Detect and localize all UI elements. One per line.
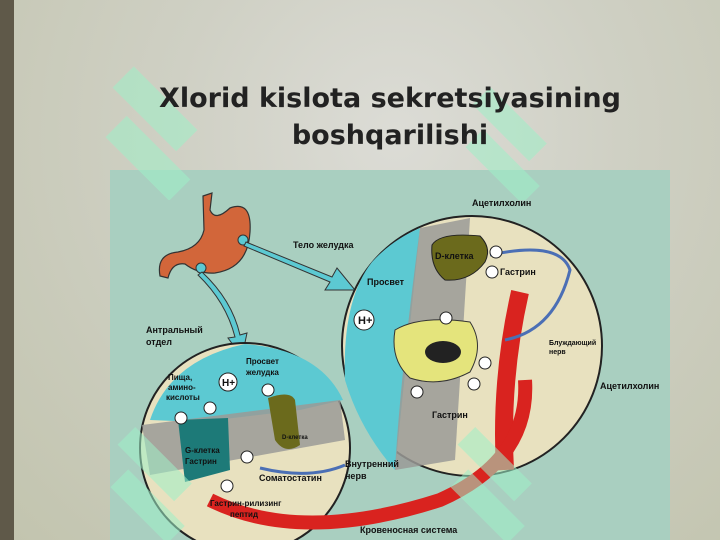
label-grp: Гастрин-рилизинг — [210, 499, 282, 508]
label-stomach-lumen-2: желудка — [245, 368, 279, 377]
signal-markers — [174, 245, 503, 493]
h-ion-label: H+ — [358, 315, 372, 327]
label-grp-2: пептид — [230, 510, 258, 519]
gastric-acid-regulation-diagram: H+ H+ Ацетилхолин Тело желудка Просвет D… — [110, 170, 670, 540]
label-internal-nerve: Внутренний — [345, 459, 399, 469]
label-somatostatin: Соматостатин — [259, 473, 322, 483]
h-ion-circle — [353, 309, 375, 331]
label-g-cell-2: Гастрин — [185, 457, 217, 466]
arrow-to-body — [243, 241, 357, 291]
label-antrum: Антральный — [146, 325, 203, 335]
label-acetylcholine-right: Ацетилхолин — [600, 381, 659, 391]
label-gastrin-top: Гастрин — [500, 267, 536, 277]
label-stomach-lumen: Просвет — [246, 357, 279, 366]
label-acetylcholine-top: Ацетилхолин — [472, 198, 531, 208]
label-gastrin-bottom: Гастрин — [432, 410, 468, 420]
label-g-cell: G-клетка — [185, 446, 220, 455]
label-d-cell-top: D-клетка — [435, 251, 475, 261]
label-vagus-nerve-2: нерв — [549, 349, 566, 356]
label-food: Пища, — [168, 373, 192, 382]
h-ion-label-small: H+ — [222, 378, 235, 389]
label-stomach-body: Тело желудка — [293, 240, 355, 250]
label-food-2: амино- — [168, 383, 196, 392]
label-lumen: Просвет — [367, 277, 405, 287]
label-vagus-nerve: Блуждающий — [549, 339, 596, 347]
label-internal-nerve-2: нерв — [345, 471, 367, 481]
label-d-cell-bottom: D-клетка — [282, 435, 308, 441]
label-antrum-2: отдел — [146, 337, 172, 347]
label-food-3: кислоты — [166, 393, 200, 402]
title-line-2: boshqarilishi — [291, 120, 489, 151]
antrum-marker — [195, 262, 207, 274]
left-decorative-strip — [0, 0, 14, 540]
stomach-body-zoom-circle — [341, 215, 603, 477]
title-line-1: Xlorid kislota sekretsiyasining — [159, 83, 621, 114]
label-blood-system: Кровеносная система — [360, 525, 458, 535]
slide-title: Xlorid kislota sekretsiyasining boshqari… — [100, 80, 680, 154]
h-ion-circle-small — [218, 372, 238, 392]
